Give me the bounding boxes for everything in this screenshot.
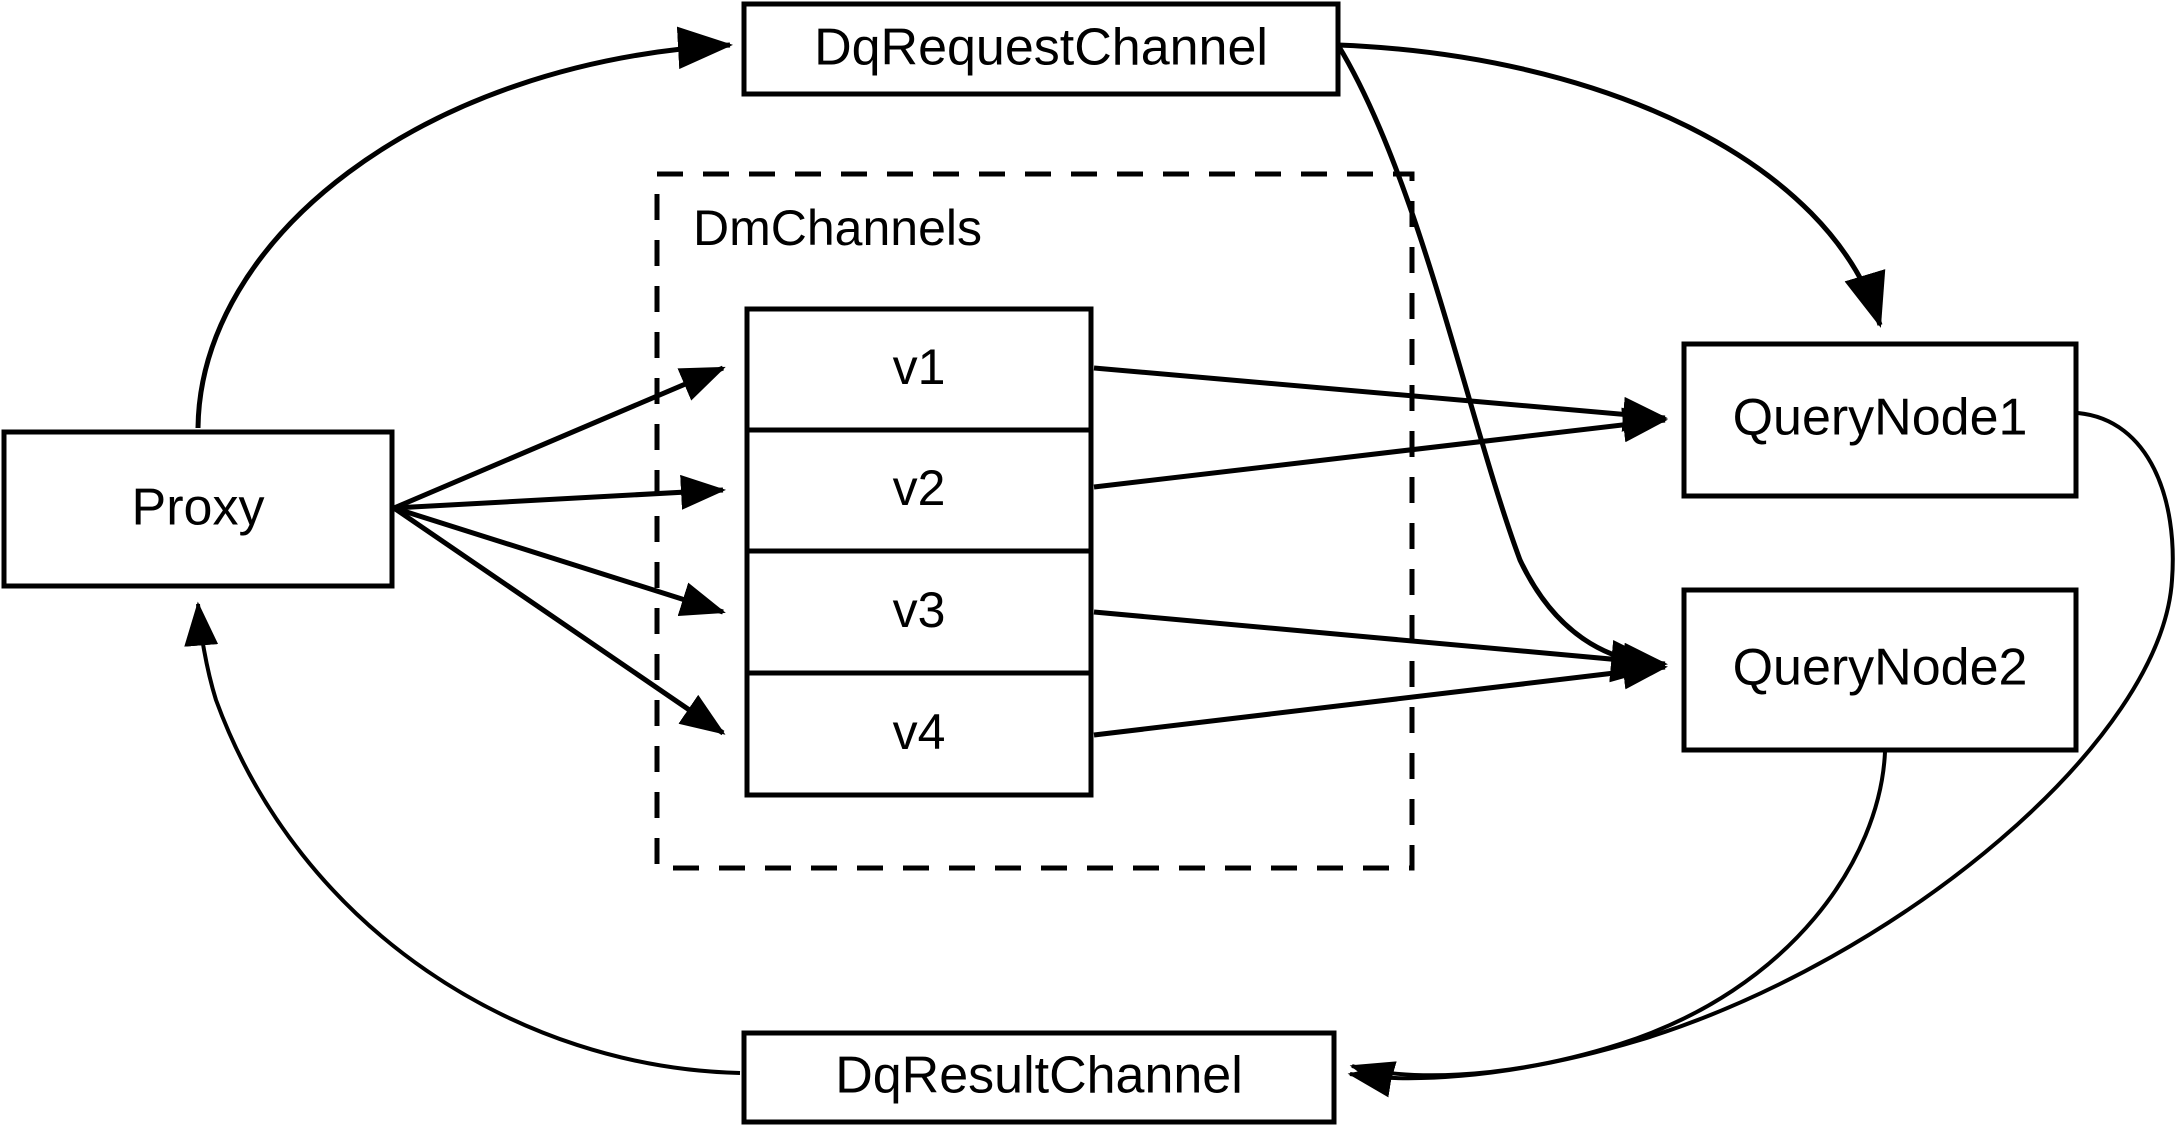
dm-channel-item-v4[interactable]: v4	[893, 704, 946, 760]
edge-proxy-to-v1	[393, 365, 726, 511]
edge-dqrequestchannel-to-querynode1	[1337, 42, 1886, 328]
dmchannels-group-label: DmChannels	[693, 200, 982, 256]
node-dq-result-channel-label: DqResultChannel	[835, 1047, 1243, 1105]
node-query-node-2[interactable]	[1681, 587, 2079, 753]
dm-channel-item-v2[interactable]: v2	[893, 460, 946, 516]
node-dq-result-channel[interactable]	[741, 1030, 1337, 1125]
edge-v3-to-querynode2	[1093, 609, 1668, 678]
dmchannels-group-box	[654, 171, 1415, 871]
edge-proxy-to-v4	[392, 505, 726, 736]
edge-proxy-to-dqrequestchannel	[195, 26, 733, 429]
node-dq-request-channel[interactable]	[741, 1, 1341, 97]
dm-channel-item-v3[interactable]: v3	[893, 582, 946, 638]
edge-querynode2-to-dqresultchannel	[1349, 751, 1887, 1094]
edge-dqrequestchannel-to-querynode2	[1335, 43, 1666, 683]
edge-dqresultchannel-to-proxy	[184, 601, 741, 1075]
node-dq-request-channel-label: DqRequestChannel	[814, 19, 1268, 77]
edge-proxy-to-v3	[393, 505, 726, 617]
edge-proxy-to-v2	[393, 474, 726, 511]
node-query-node-1[interactable]	[1681, 341, 2079, 499]
node-query-node-1-label: QueryNode1	[1733, 389, 2028, 447]
node-proxy-label: Proxy	[132, 479, 265, 537]
edge-v1-to-querynode1	[1093, 365, 1668, 432]
edge-v2-to-querynode1	[1093, 407, 1668, 490]
dm-channel-item-v1[interactable]: v1	[893, 339, 946, 395]
node-proxy[interactable]	[1, 429, 395, 589]
node-query-node-2-label: QueryNode2	[1733, 639, 2028, 697]
edge-v4-to-querynode2	[1093, 654, 1668, 738]
